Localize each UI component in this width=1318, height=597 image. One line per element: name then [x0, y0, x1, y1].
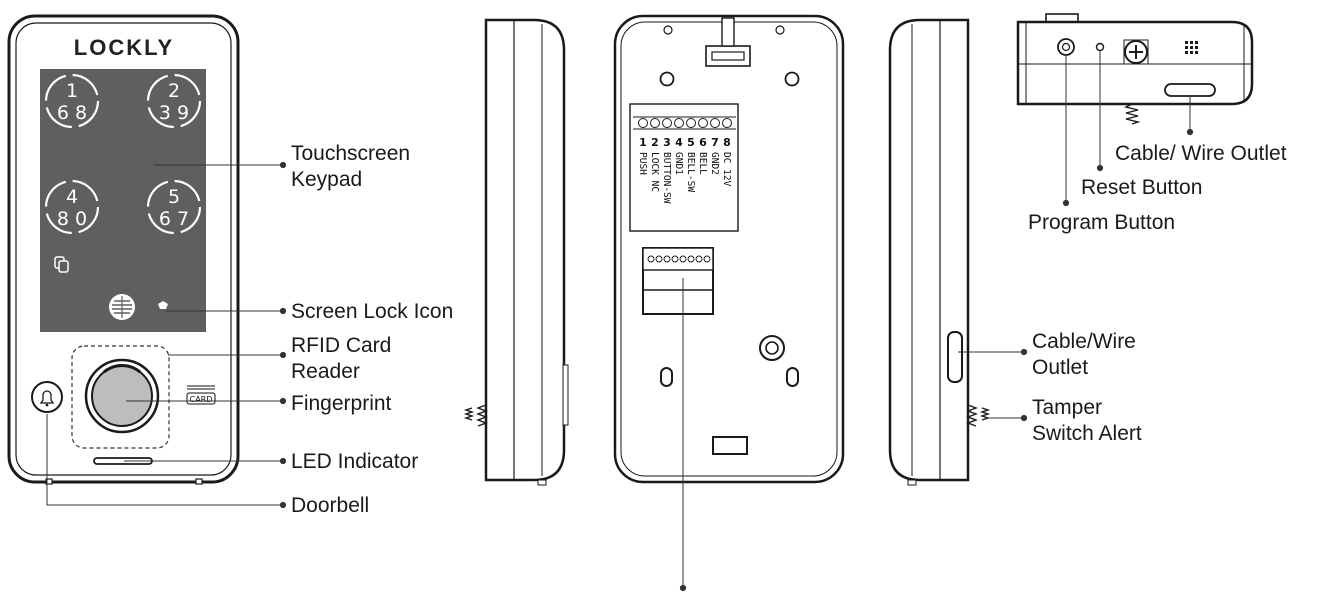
- svg-text:6 8: 6 8: [57, 102, 87, 124]
- keypad-button: 4 8 0: [44, 179, 100, 235]
- keypad-button: 1 6 8: [44, 73, 100, 129]
- screen-lock-icon-label: Screen Lock Icon: [291, 300, 453, 323]
- terminal-screws: [638, 118, 732, 128]
- terminal-pin-labels: PUSH LOCK NC BUTTON-SW GND1 BELL-SW BELL…: [637, 152, 732, 204]
- cable-wire-outlet-label: Cable/ Wire Outlet: [1115, 142, 1287, 165]
- led-indicator-label: LED Indicator: [291, 450, 418, 473]
- svg-text:1: 1: [66, 80, 78, 102]
- touchscreen-keypad-label: Keypad: [291, 168, 362, 191]
- svg-text:3 9: 3 9: [159, 102, 189, 124]
- svg-text:GND2: GND2: [709, 152, 720, 175]
- cable-wire-outlet: [947, 331, 963, 383]
- doorbell-label: Doorbell: [291, 494, 369, 517]
- svg-text:6 7: 6 7: [159, 208, 189, 230]
- svg-text:5: 5: [168, 186, 180, 208]
- rfid-card-reader-label: RFID Card: [291, 334, 391, 357]
- side-callout-lines: [958, 348, 1028, 422]
- svg-text:8: 8: [723, 136, 731, 149]
- tamper-switch-label: Tamper: [1032, 396, 1102, 419]
- svg-text:4: 4: [675, 136, 683, 149]
- svg-text:2: 2: [651, 136, 659, 149]
- svg-text:2: 2: [168, 80, 180, 102]
- fingerprint-sensor[interactable]: [91, 365, 153, 427]
- svg-text:LOCK NC: LOCK NC: [649, 152, 660, 192]
- touchscreen-keypad: [40, 69, 206, 332]
- right-side-view: [888, 18, 991, 486]
- svg-text:CARD: CARD: [190, 395, 213, 404]
- keypad-button: 5 6 7: [146, 179, 202, 235]
- left-side-view: [463, 18, 569, 486]
- svg-text:BELL-SW: BELL-SW: [685, 152, 696, 192]
- front-callout-lines: [46, 161, 287, 509]
- screen-lock-icon: [158, 301, 168, 309]
- program-button-label: Program Button: [1028, 211, 1175, 234]
- svg-text:DC 12V: DC 12V: [721, 152, 732, 187]
- front-view: LOCKLY 1 6 8 2 3 9 4 8 0 5 6 7: [7, 14, 240, 485]
- bottom-view: [1016, 13, 1254, 125]
- keypad-button: 2 3 9: [146, 73, 202, 129]
- rfid-card-reader-label: Reader: [291, 360, 360, 383]
- terminal-pin-numbers: 1 2 3 4 5 6 7 8: [639, 136, 731, 149]
- card-icon: CARD: [186, 384, 216, 406]
- copy-icon: [54, 256, 69, 273]
- svg-text:BUTTON-SW: BUTTON-SW: [661, 152, 672, 204]
- doorbell-button[interactable]: [31, 381, 63, 413]
- reset-button-label: Reset Button: [1081, 176, 1202, 199]
- cable-wire-outlet-label: Outlet: [1032, 356, 1088, 379]
- bottom-cable-outlet: [1164, 83, 1216, 97]
- fingerprint-logo-icon: [109, 294, 135, 320]
- svg-text:7: 7: [711, 136, 719, 149]
- bottom-callout-lines: [1062, 51, 1194, 207]
- terminal-callout-line: [679, 278, 687, 592]
- svg-text:BELL: BELL: [697, 152, 708, 175]
- cable-wire-outlet-label: Cable/Wire: [1032, 330, 1136, 353]
- touchscreen-keypad-label: Touchscreen: [291, 142, 410, 165]
- svg-text:1: 1: [639, 136, 647, 149]
- svg-text:6: 6: [699, 136, 707, 149]
- terminal-wiring-label: [629, 103, 739, 232]
- svg-text:5: 5: [687, 136, 695, 149]
- fingerprint-label: Fingerprint: [291, 392, 392, 415]
- svg-text:PUSH: PUSH: [637, 152, 648, 175]
- reset-button: [1095, 42, 1105, 52]
- back-view: [613, 14, 845, 484]
- rfid-card-reader: [71, 345, 170, 449]
- svg-text:GND1: GND1: [673, 152, 684, 175]
- speaker-grille-icon: [1185, 41, 1198, 54]
- svg-text:8 0: 8 0: [57, 208, 87, 230]
- brand-logo: LOCKLY: [74, 35, 174, 60]
- svg-text:3: 3: [663, 136, 671, 149]
- tamper-switch-label: Switch Alert: [1032, 422, 1142, 445]
- svg-text:4: 4: [66, 186, 78, 208]
